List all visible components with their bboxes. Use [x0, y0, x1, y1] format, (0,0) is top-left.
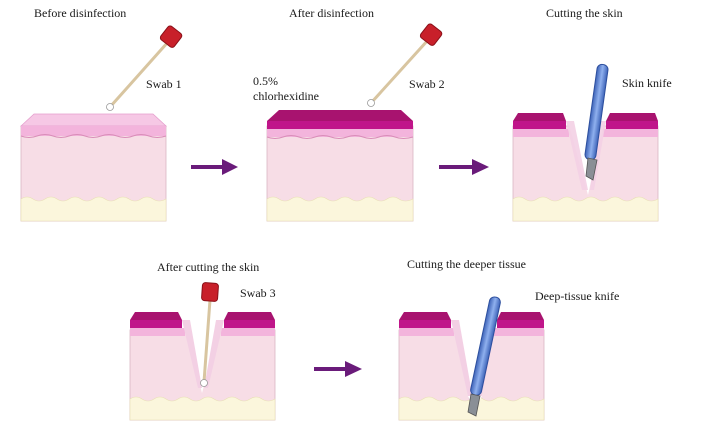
panel-title: Cutting the skin [546, 6, 623, 20]
swab-icon [106, 25, 183, 111]
tool-label: Swab 2 [409, 77, 445, 91]
panel-title: After cutting the skin [157, 260, 259, 274]
tool-label: Swab 1 [146, 77, 182, 91]
panel-title: Cutting the deeper tissue [407, 257, 526, 271]
panel-cutting-skin: Cutting the skin Skin knife [512, 6, 672, 222]
arrow-icon [191, 159, 238, 175]
panel-after-disinfection: After disinfection 0.5% chlorhexidine Sw… [253, 6, 445, 222]
agent-name: chlorhexidine [253, 89, 319, 103]
panel-title: After disinfection [289, 6, 374, 20]
skin-block-incised [129, 312, 276, 421]
tool-label: Swab 3 [240, 286, 276, 300]
arrow-icon [439, 159, 489, 175]
skin-block-incised [512, 113, 659, 222]
panel-cutting-deeper: Cutting the deeper tissue Deep-tissue kn… [398, 257, 619, 421]
skin-block [266, 110, 414, 222]
panel-title: Before disinfection [34, 6, 126, 20]
skin-block [19, 113, 168, 222]
agent-concentration: 0.5% [253, 74, 278, 88]
panel-after-cutting: After cutting the skin Swab 3 [129, 260, 276, 421]
swab-icon [367, 23, 443, 107]
tool-label: Deep-tissue knife [535, 289, 619, 303]
swab-icon [200, 282, 219, 387]
scalpel-icon [584, 63, 609, 181]
scalpel-icon [467, 296, 501, 417]
panel-before-disinfection: Before disinfection Swab 1 [19, 6, 183, 222]
arrow-icon [314, 361, 362, 377]
tool-label: Skin knife [622, 76, 672, 90]
